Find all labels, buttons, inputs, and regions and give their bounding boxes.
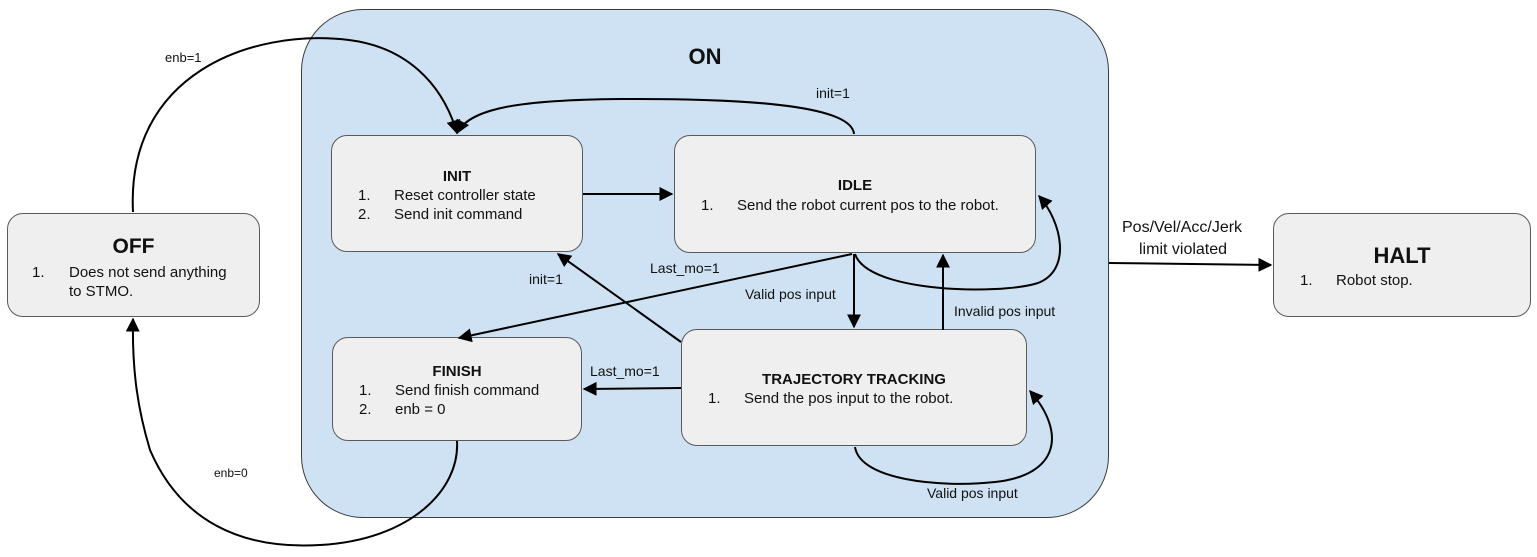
label-on-to-halt-line-1: Pos/Vel/Acc/Jerk bbox=[1122, 219, 1243, 236]
off-state-title: OFF bbox=[112, 235, 155, 258]
on-region-title: ON bbox=[688, 44, 722, 69]
finish-step-2-text: enb = 0 bbox=[395, 401, 446, 418]
arrow-trajectory-self-loop bbox=[854, 389, 1053, 485]
halt-step-1-number: 1. bbox=[1300, 272, 1313, 289]
finish-step-2-number: 2. bbox=[359, 401, 372, 418]
trajectory-step-1-text: Send the pos input to the robot. bbox=[744, 390, 954, 407]
halt-state-title: HALT bbox=[1373, 243, 1431, 268]
label-trajectory-self-loop: Valid pos input bbox=[927, 485, 1018, 501]
arrow-idle-self-loop bbox=[854, 194, 1062, 291]
off-step-1-number: 1. bbox=[32, 264, 45, 281]
label-trajectory-to-idle: Invalid pos input bbox=[954, 303, 1056, 319]
off-state: OFF 1. Does not send anything to STMO. bbox=[7, 213, 260, 317]
halt-state: HALT 1. Robot stop. bbox=[1273, 213, 1531, 317]
init-step-2-text: Send init command bbox=[394, 206, 523, 223]
label-trajectory-to-init: init=1 bbox=[529, 271, 563, 287]
init-state-title: INIT bbox=[442, 168, 472, 185]
trajectory-tracking-state: TRAJECTORY TRACKING 1. Send the pos inpu… bbox=[681, 329, 1027, 446]
init-step-2-number: 2. bbox=[358, 206, 371, 223]
arrow-on-to-halt bbox=[1108, 257, 1273, 272]
label-finish-to-off: enb=0 bbox=[214, 466, 248, 480]
label-idle-to-trajectory: Valid pos input bbox=[745, 286, 836, 302]
idle-step-1-number: 1. bbox=[701, 197, 714, 214]
arrow-finish-to-off bbox=[125, 317, 459, 547]
idle-state-title: IDLE bbox=[837, 177, 873, 194]
label-trajectory-to-finish: Last_mo=1 bbox=[590, 363, 660, 379]
arrow-trajectory-to-finish bbox=[582, 381, 682, 396]
label-idle-to-finish: Last_mo=1 bbox=[650, 260, 720, 276]
trajectory-step-1-number: 1. bbox=[708, 390, 721, 407]
label-off-to-init: enb=1 bbox=[165, 50, 202, 65]
finish-state-title: FINISH bbox=[432, 363, 482, 380]
init-state: INIT 1. Reset controller state 2. Send i… bbox=[331, 135, 583, 252]
arrow-idle-to-init bbox=[456, 97, 855, 135]
finish-step-1-number: 1. bbox=[359, 382, 372, 399]
halt-step-1-text: Robot stop. bbox=[1336, 272, 1413, 289]
label-idle-to-init: init=1 bbox=[816, 85, 850, 101]
finish-state: FINISH 1. Send finish command 2. enb = 0 bbox=[332, 337, 582, 441]
arrow-idle-to-finish bbox=[457, 253, 853, 343]
init-step-1-number: 1. bbox=[358, 187, 371, 204]
idle-state: IDLE 1. Send the robot current pos to th… bbox=[674, 135, 1036, 253]
off-step-1-text-line-2: to STMO. bbox=[69, 283, 134, 300]
arrow-off-to-init bbox=[131, 37, 461, 213]
finish-step-1-text: Send finish command bbox=[395, 382, 540, 399]
init-step-1-text: Reset controller state bbox=[394, 187, 536, 204]
idle-step-1-text: Send the robot current pos to the robot. bbox=[737, 197, 999, 214]
trajectory-tracking-state-title: TRAJECTORY TRACKING bbox=[762, 371, 946, 388]
off-step-1-text-line-1: Does not send anything bbox=[69, 264, 227, 281]
label-on-to-halt-line-2: limit violated bbox=[1139, 241, 1228, 258]
arrow-trajectory-to-init bbox=[556, 253, 682, 343]
